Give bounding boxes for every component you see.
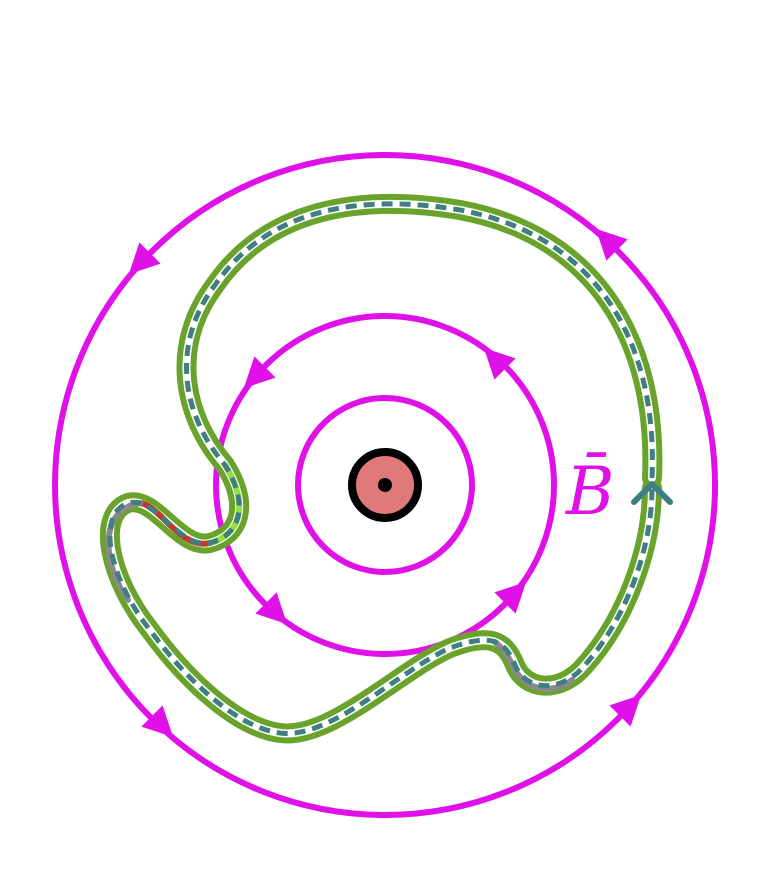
field-circle-outer	[52, 152, 718, 818]
loop-dash-line	[107, 201, 655, 736]
loop-segment-red	[137, 500, 213, 547]
current-out-of-page-dot-icon	[378, 478, 392, 492]
field-label-b-vector: B̄	[565, 453, 615, 530]
arrowhead-middle-top-left	[243, 356, 276, 389]
wire	[348, 448, 422, 522]
field-arrows	[128, 228, 642, 738]
loop-direction-chevron-icon	[631, 481, 673, 505]
arrowhead-outer-bottom-right	[609, 694, 642, 727]
arrowhead-middle-top-right	[483, 347, 516, 380]
field-lines	[52, 152, 718, 818]
field-circle-middle	[213, 313, 557, 657]
arrowhead-middle-bottom-left	[255, 592, 288, 625]
arrowhead-middle-bottom-right	[494, 581, 527, 614]
field-circle-inner	[295, 395, 475, 575]
amperian-loop	[99, 193, 663, 744]
